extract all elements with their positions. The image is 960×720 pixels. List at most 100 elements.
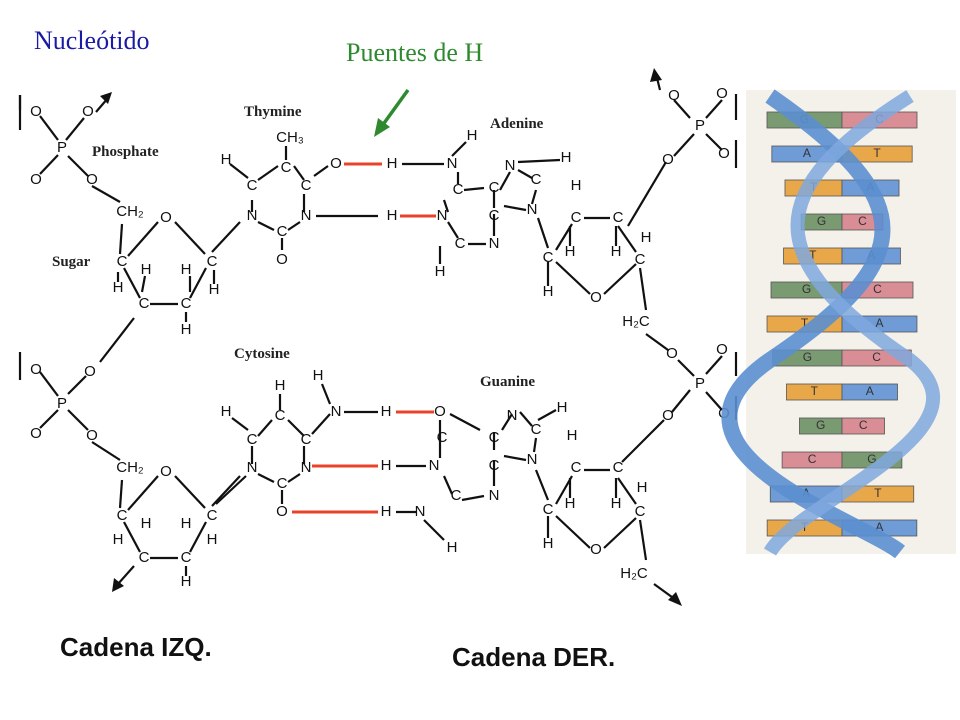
svg-text:C: C [455,235,466,252]
svg-text:P: P [57,395,67,412]
helix-base-letter: A [866,384,874,398]
svg-text:H: H [467,127,478,144]
thymine-label: Thymine [244,104,302,120]
svg-text:O: O [82,103,94,120]
helix-base-right [841,417,885,435]
cytosine-base [215,383,434,514]
helix-base-letter: C [873,282,882,296]
svg-text:C: C [181,295,192,312]
helix-base-right [841,383,898,401]
svg-text:C: C [301,177,312,194]
svg-text:O: O [434,403,446,420]
svg-text:H: H [435,263,446,280]
svg-text:C: C [635,503,646,520]
helix-base-letter: T [874,486,882,500]
helix-base-letter: G [867,452,876,466]
svg-text:O: O [668,87,680,104]
svg-text:O: O [716,85,728,102]
svg-text:C: C [275,407,286,424]
right-backbone [546,68,738,463]
svg-text:C: C [437,429,448,446]
svg-text:H: H [565,495,576,512]
svg-text:H: H [381,457,392,474]
svg-text:P: P [695,117,705,134]
svg-text:H: H [209,281,220,298]
helix-base-letter: T [873,146,881,160]
svg-text:H: H [565,243,576,260]
svg-text:H: H [113,279,124,296]
svg-text:O: O [716,341,728,358]
svg-text:O: O [276,503,288,520]
svg-text:C: C [543,249,554,266]
svg-text:CH₃: CH₃ [276,129,304,146]
adenine-label: Adenine [490,116,544,132]
svg-text:O: O [86,171,98,188]
svg-text:O: O [662,407,674,424]
svg-text:O: O [590,541,602,558]
helix-base-letter: C [872,350,881,364]
svg-text:C: C [247,177,258,194]
svg-text:H: H [113,531,124,548]
svg-text:C: C [489,457,500,474]
svg-text:O: O [160,463,172,480]
atom-p: P [57,139,67,156]
svg-text:C: C [453,181,464,198]
phosphate-label: Phosphate [92,144,159,160]
svg-text:O: O [84,363,96,380]
svg-text:H: H [181,321,192,338]
svg-text:C: C [277,475,288,492]
diagram-title: Nucleótido [34,26,150,55]
guanine-base [396,409,557,541]
svg-text:N: N [489,487,500,504]
svg-text:H: H [313,367,324,384]
svg-text:H₂C: H₂C [620,565,648,582]
svg-text:H: H [543,283,554,300]
svg-text:H: H [641,229,652,246]
svg-text:C: C [247,431,258,448]
svg-text:C: C [277,223,288,240]
svg-text:H: H [381,503,392,520]
atom-labels: P O O O O CH₂ O C C C C H H H H H N C C … [30,85,730,590]
svg-text:P: P [695,375,705,392]
helix-base-letter: G [817,214,826,228]
svg-text:H: H [181,573,192,590]
svg-text:N: N [505,157,516,174]
svg-text:H: H [275,377,286,394]
svg-text:N: N [301,459,312,476]
svg-text:O: O [662,151,674,168]
svg-text:H: H [387,207,398,224]
svg-text:C: C [531,421,542,438]
svg-text:H: H [141,515,152,532]
svg-text:C: C [489,429,500,446]
svg-text:H: H [221,151,232,168]
hbond-label: Puentes de H [346,38,484,67]
helix-base-letter: A [875,520,883,534]
svg-text:O: O [276,251,288,268]
svg-text:C: C [489,207,500,224]
svg-text:N: N [331,403,342,420]
svg-text:O: O [718,145,730,162]
svg-text:C: C [635,251,646,268]
svg-text:H: H [611,495,622,512]
svg-text:C: C [613,459,624,476]
svg-text:H: H [543,535,554,552]
svg-text:C: C [451,487,462,504]
cytosine-label: Cytosine [234,346,290,362]
svg-text:C: C [281,159,292,176]
svg-text:O: O [590,289,602,306]
svg-text:N: N [489,235,500,252]
svg-text:C: C [489,179,500,196]
svg-text:H₂C: H₂C [622,313,650,330]
svg-text:N: N [429,457,440,474]
helix-base-letter: T [811,384,819,398]
helix-base-letter: T [801,316,809,330]
svg-text:C: C [571,459,582,476]
svg-text:N: N [527,201,538,218]
svg-text:H: H [447,539,458,556]
